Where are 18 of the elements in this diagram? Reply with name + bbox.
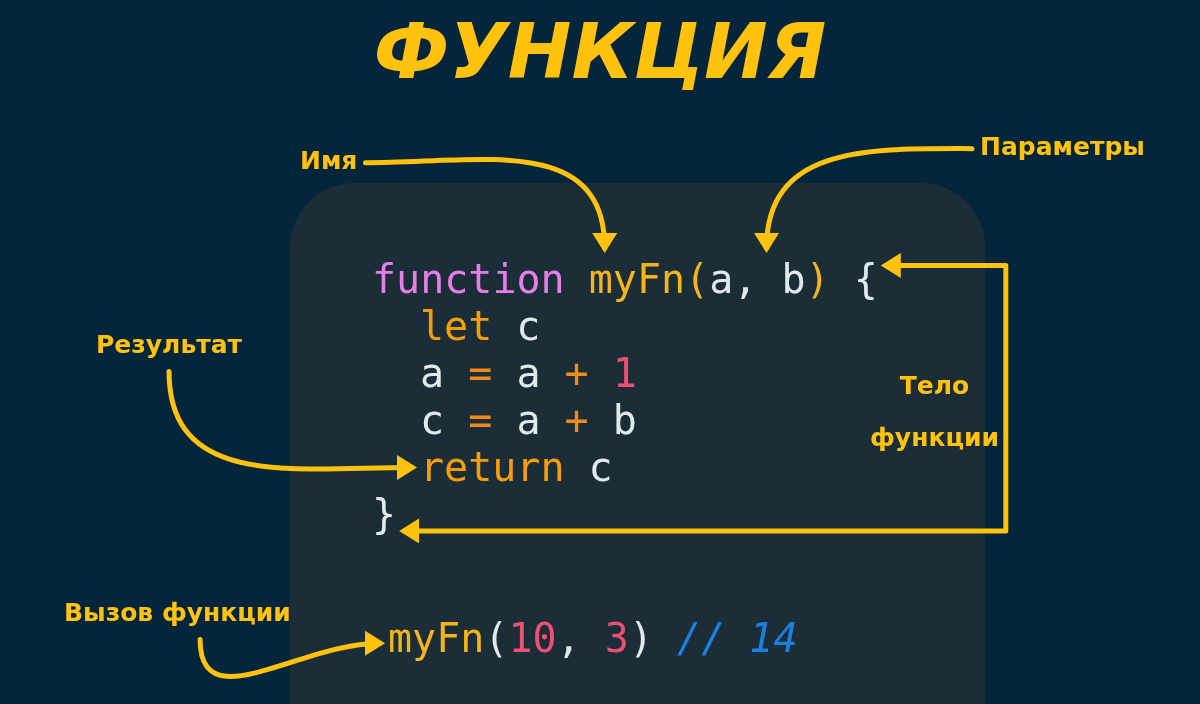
title: ФУНКЦИЯ (372, 14, 828, 90)
arrow (399, 252, 1009, 544)
arrow (166, 369, 417, 481)
arrow (755, 146, 975, 253)
edge-label: Тело функции (869, 370, 1000, 454)
code-line: function myFn(a, b) { (372, 256, 878, 303)
arrow (362, 156, 616, 253)
code-line: c = a + b (420, 397, 637, 444)
annotation-label: Имя (300, 142, 358, 180)
code-line: } (372, 491, 397, 538)
code-line: let c (420, 303, 541, 350)
annotation-label: Результат (96, 326, 243, 364)
annotation-label: Вызов функции (64, 594, 291, 632)
arrow (197, 631, 385, 679)
code-line: myFn(10, 3) // 14 (388, 615, 798, 662)
code-line: return c (420, 444, 613, 491)
annotation-label: Параметры (980, 128, 1145, 166)
code-line: a = a + 1 (420, 350, 637, 397)
